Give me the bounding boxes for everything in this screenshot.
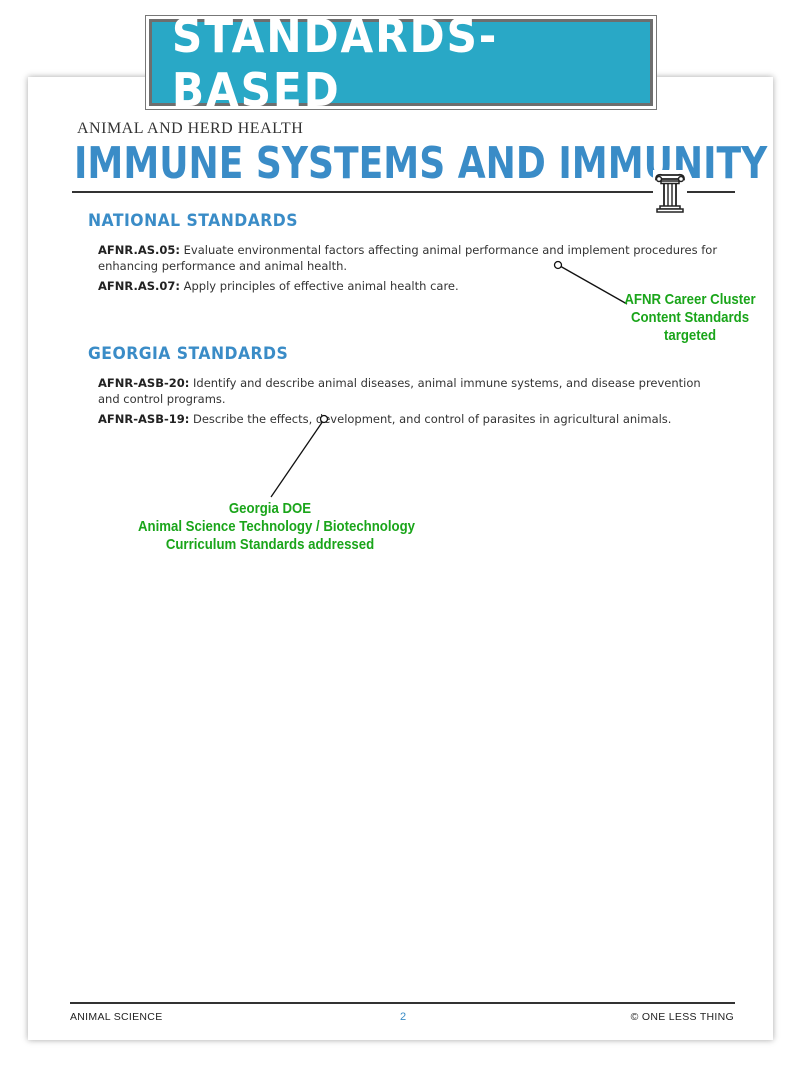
- national-standards-heading: NATIONAL STANDARDS: [88, 211, 298, 231]
- document-page: [28, 77, 773, 1040]
- standard-code: AFNR.AS.07:: [98, 279, 180, 293]
- lesson-title: IMMUNE SYSTEMS AND IMMUNITY: [74, 138, 768, 189]
- footer-course-name: ANIMAL SCIENCE: [70, 1011, 163, 1023]
- standard-item-afnr-asb-19: AFNR-ASB-19: Describe the effects, devel…: [98, 411, 718, 427]
- standard-code: AFNR-ASB-19:: [98, 412, 190, 426]
- footer-divider: [70, 1002, 735, 1004]
- standards-banner: STANDARDS-BASED: [145, 9, 657, 117]
- callout-line: Georgia DOE: [228, 500, 312, 517]
- greek-column-svg: [655, 173, 685, 213]
- standard-code: AFNR-ASB-20:: [98, 376, 190, 390]
- standard-item-afnr-asb-20: AFNR-ASB-20: Identify and describe anima…: [98, 375, 718, 407]
- callout-line: AFNR Career Cluster: [624, 291, 756, 308]
- standard-text: Evaluate environmental factors affecting…: [98, 243, 718, 273]
- afnr-callout: AFNR Career Cluster Content Standards ta…: [615, 291, 765, 345]
- georgia-standards-heading: GEORGIA STANDARDS: [88, 344, 289, 364]
- standard-text: Identify and describe animal diseases, a…: [98, 376, 701, 406]
- standard-code: AFNR.AS.05:: [98, 243, 180, 257]
- title-divider: [72, 191, 735, 193]
- standard-text: Apply principles of effective animal hea…: [183, 279, 459, 293]
- standard-item-afnr-as-07: AFNR.AS.07: Apply principles of effectiv…: [98, 278, 718, 294]
- footer-page-number: 2: [399, 1011, 407, 1023]
- banner-label: STANDARDS-BASED: [171, 8, 499, 117]
- footer-copyright: © ONE LESS THING: [630, 1011, 734, 1023]
- standard-text: Describe the effects, development, and c…: [193, 412, 672, 426]
- callout-line: Content Standards: [630, 309, 750, 326]
- banner-fill: STANDARDS-BASED: [149, 9, 653, 117]
- greek-column-icon: [653, 170, 687, 214]
- callout-line: Animal Science Technology / Biotechnolog…: [138, 518, 416, 535]
- callout-line: Curriculum Standards addressed: [165, 536, 375, 553]
- standard-item-afnr-as-05: AFNR.AS.05: Evaluate environmental facto…: [98, 242, 718, 274]
- callout-line: targeted: [663, 327, 717, 344]
- unit-kicker: ANIMAL AND HERD HEALTH: [77, 120, 304, 137]
- georgia-callout: Georgia DOE Animal Science Technology / …: [138, 500, 416, 554]
